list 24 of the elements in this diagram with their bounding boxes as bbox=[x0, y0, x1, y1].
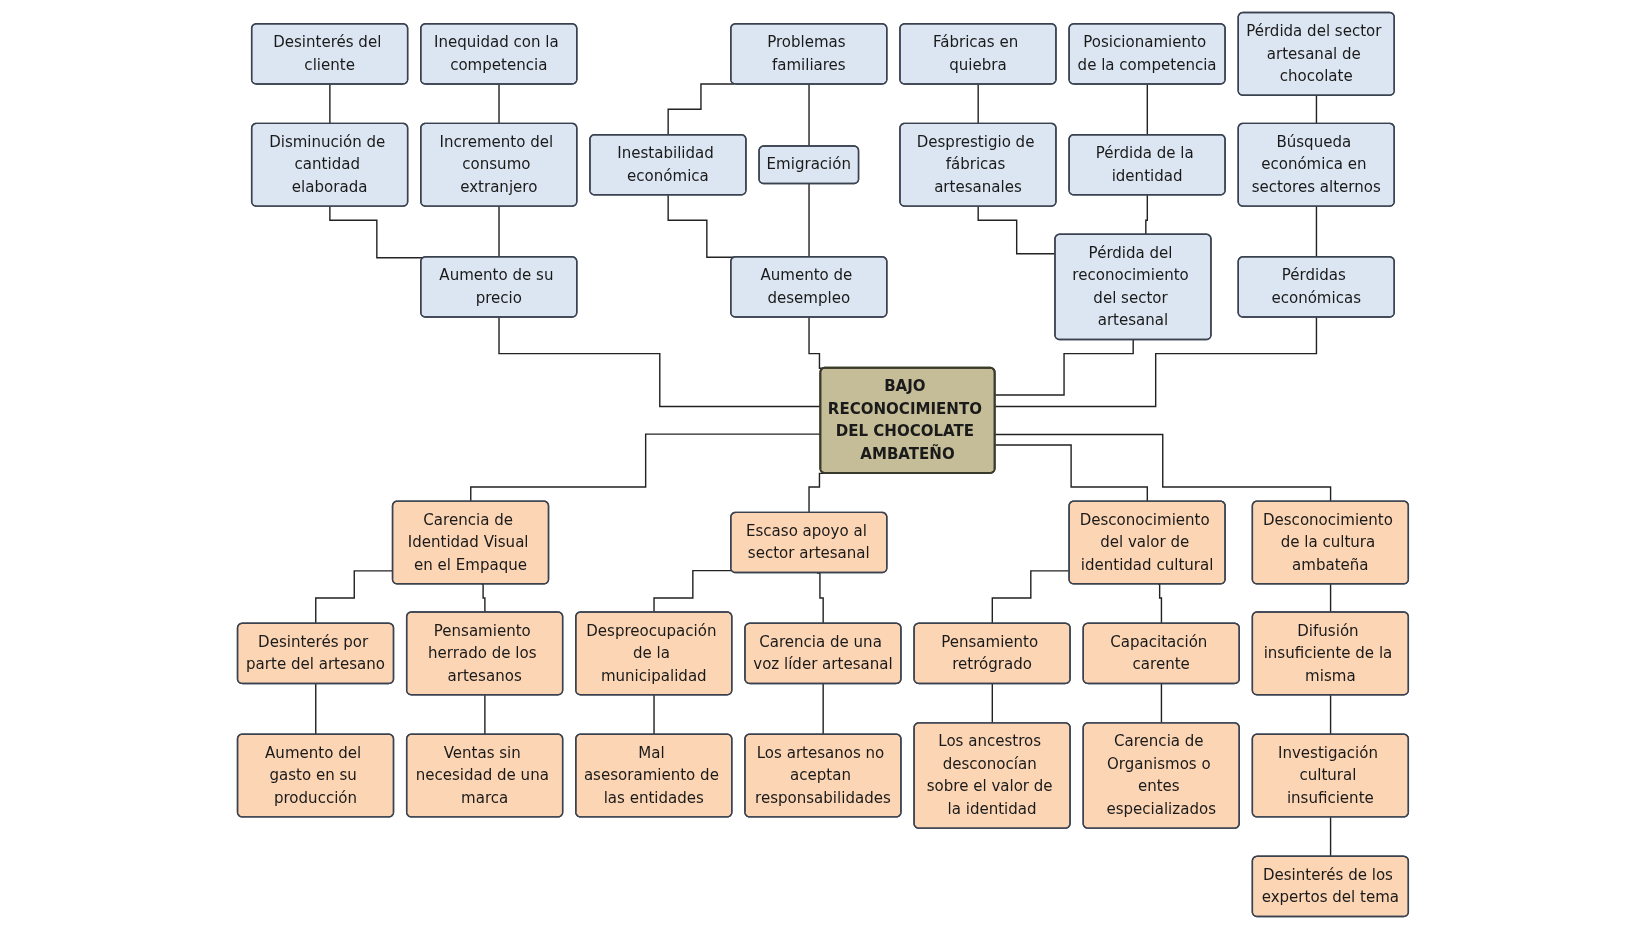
connector bbox=[480, 583, 486, 614]
connector bbox=[328, 83, 331, 125]
connector bbox=[483, 694, 486, 736]
connector bbox=[497, 83, 500, 125]
connector bbox=[1156, 583, 1162, 625]
connector bbox=[994, 316, 1317, 408]
connector bbox=[994, 444, 1148, 503]
connector bbox=[1143, 194, 1148, 236]
connector bbox=[314, 683, 317, 736]
connector bbox=[977, 83, 979, 125]
connector bbox=[1146, 83, 1148, 136]
connector bbox=[667, 83, 735, 136]
connector bbox=[652, 694, 655, 736]
connector bbox=[822, 683, 824, 736]
connector bbox=[497, 205, 500, 258]
connector bbox=[807, 183, 810, 258]
connector bbox=[994, 339, 1134, 396]
connector bbox=[652, 569, 733, 614]
connector bbox=[1315, 205, 1317, 258]
connector bbox=[1329, 816, 1332, 858]
connector bbox=[994, 433, 1332, 503]
connector bbox=[1329, 694, 1332, 736]
connector bbox=[1315, 94, 1317, 125]
connector bbox=[1329, 583, 1332, 614]
